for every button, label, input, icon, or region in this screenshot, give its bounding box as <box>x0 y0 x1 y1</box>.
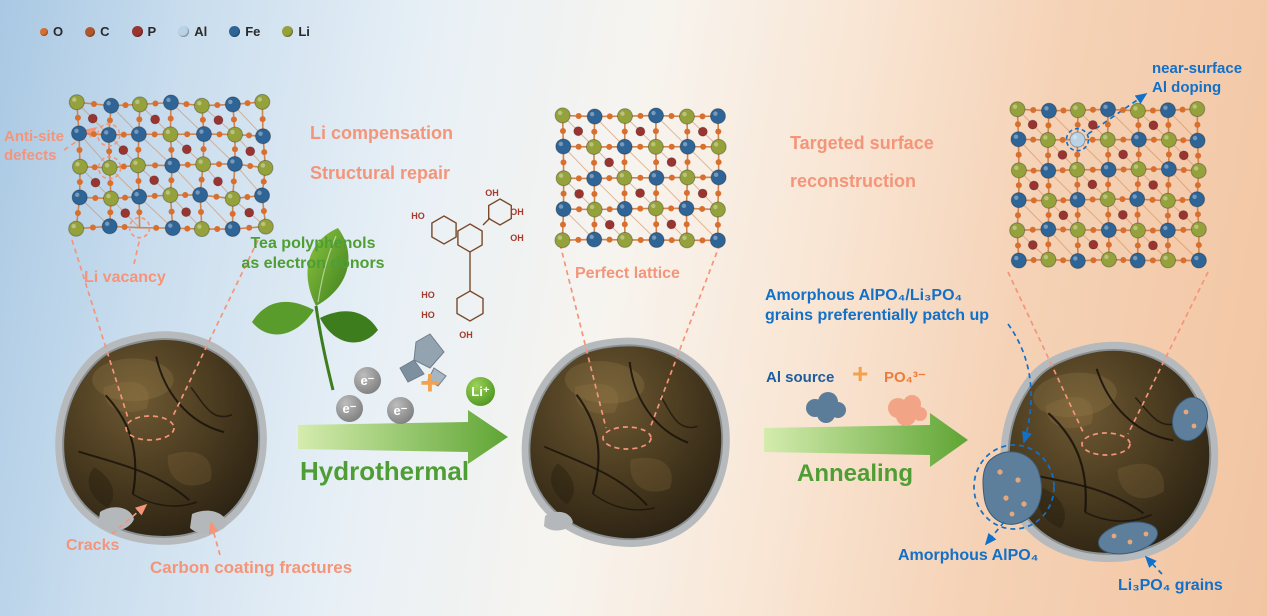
li3po4-grains-label: Li₃PO₄ grains <box>1118 577 1223 594</box>
legend-label: Li <box>298 24 310 39</box>
targeted-surface-line1: Targeted surface <box>790 133 934 153</box>
patch-highlight-circle <box>973 444 1055 530</box>
cracks-label: Cracks <box>66 537 120 554</box>
mineral-chunk-icon <box>399 333 447 387</box>
zoom-ellipse <box>602 426 652 450</box>
zoom-line <box>559 243 607 429</box>
zoom-ellipse <box>1081 432 1131 456</box>
al-doping-arrow <box>1087 93 1148 135</box>
hydrothermal-arrow <box>298 410 508 464</box>
antisite-line1: Anti-site <box>4 128 64 145</box>
carbon-coating-fractures-label: Carbon coating fractures <box>150 558 353 577</box>
al-source-label: Al source <box>766 369 835 386</box>
electron-icon: e⁻ <box>387 397 414 424</box>
po4-blob-icon <box>888 395 927 426</box>
process-arrows <box>298 410 968 467</box>
legend-item-fe: Fe <box>229 24 260 39</box>
perfect-lattice <box>554 107 727 249</box>
electron-icon: e⁻ <box>336 395 363 422</box>
patch-up-arrow <box>1007 323 1032 444</box>
electron-icon: e⁻ <box>354 367 381 394</box>
li-vacancy-label: Li vacancy <box>84 269 166 286</box>
lfp-particle-damaged <box>54 330 268 546</box>
zoom-ellipse <box>125 415 175 441</box>
antisite-defects-label: Anti-site defects <box>4 128 64 166</box>
amorphous-alpo4-label: Amorphous AlPO₄ <box>898 547 1039 564</box>
plus-icon: + <box>852 358 869 389</box>
coating-arrow <box>208 521 221 556</box>
legend-item-o: O <box>40 24 63 39</box>
legend-item-c: C <box>85 24 110 39</box>
alpo4-patch-right <box>1171 396 1209 442</box>
patch-pores <box>997 409 1197 545</box>
catechin-molecule: OH HO OH OH HO HO OH <box>411 188 524 340</box>
p-atom-icon <box>131 26 143 37</box>
molecule-label: HO <box>421 310 435 320</box>
targeted-surface-line2: reconstruction <box>790 171 917 191</box>
amorphous-alpo4-arrow <box>984 521 1005 546</box>
legend-label: P <box>147 24 157 39</box>
fe-atom-icon <box>229 26 241 37</box>
al-doped-lattice <box>1009 101 1207 269</box>
tea-polyphenols-label: Tea polyphenols as electron donors <box>228 234 398 274</box>
atom-legend: O C P Al Fe Li <box>40 24 310 39</box>
tea-leaf-icon <box>252 228 378 391</box>
li3po4-patch-bottom <box>1097 521 1159 555</box>
li-compensation-label: Li compensation <box>310 123 454 143</box>
c-atom-icon <box>85 26 96 37</box>
structural-repair-label: Structural repair <box>310 163 451 183</box>
near-surface-al-doping-label: near-surface Al doping <box>1152 60 1242 98</box>
po4-label: PO₄³⁻ <box>884 369 926 386</box>
legend-item-p: P <box>131 24 157 39</box>
legend-label: Al <box>194 24 208 39</box>
defective-lattice <box>68 93 274 239</box>
molecule-label: HO <box>411 211 425 221</box>
molecule-label: OH <box>459 330 473 340</box>
lfp-particle-repaired <box>511 326 742 558</box>
amorphous-patches <box>982 396 1209 555</box>
tea-line2: as electron donors <box>241 255 385 272</box>
zoom-line <box>1007 271 1085 435</box>
molecule-label: HO <box>421 290 435 300</box>
annealing-label: Annealing <box>797 460 914 487</box>
legend-item-al: Al <box>178 24 207 39</box>
patch-line1: Amorphous AlPO₄/Li₃PO₄ <box>765 287 963 304</box>
patch-line2: grains preferentially patch up <box>765 307 990 324</box>
patch-up-label: Amorphous AlPO₄/Li₃PO₄ grains preferenti… <box>765 286 989 326</box>
coating-fragment <box>98 507 134 531</box>
al-atom-icon <box>178 26 190 37</box>
hydrothermal-label: Hydrothermal <box>300 456 470 486</box>
cracks-arrow <box>111 503 148 535</box>
antisite-line2: defects <box>4 146 57 164</box>
li-ion-icon: Li⁺ <box>466 377 495 406</box>
legend-label: O <box>53 24 64 39</box>
zoom-line <box>649 243 721 429</box>
near-surface-line1: near-surface <box>1152 60 1243 77</box>
zoom-line <box>1127 271 1209 435</box>
molecule-label: OH <box>485 188 499 198</box>
li-vacancy-connector <box>133 237 141 265</box>
plus-icon: + <box>420 364 440 402</box>
li-atom-icon <box>282 26 294 37</box>
tea-line1: Tea polyphenols <box>250 235 376 252</box>
molecule-rings <box>431 198 512 322</box>
o-atom-icon <box>40 27 48 36</box>
li3po4-grains-arrow <box>1144 555 1163 575</box>
legend-item-li: Li <box>282 24 310 39</box>
legend-label: Fe <box>245 24 261 39</box>
alpo4-patch-left <box>982 451 1042 525</box>
legend-label: C <box>100 24 110 39</box>
coating-fragment <box>544 511 573 531</box>
al-source-blob-icon <box>806 392 846 423</box>
annealing-arrow <box>764 413 968 467</box>
zoom-line <box>71 239 129 419</box>
zoom-line <box>171 239 259 419</box>
perfect-lattice-label: Perfect lattice <box>575 265 680 282</box>
molecule-label: OH <box>510 207 524 217</box>
near-surface-line2: Al doping <box>1152 78 1222 96</box>
molecule-label: OH <box>510 233 524 243</box>
